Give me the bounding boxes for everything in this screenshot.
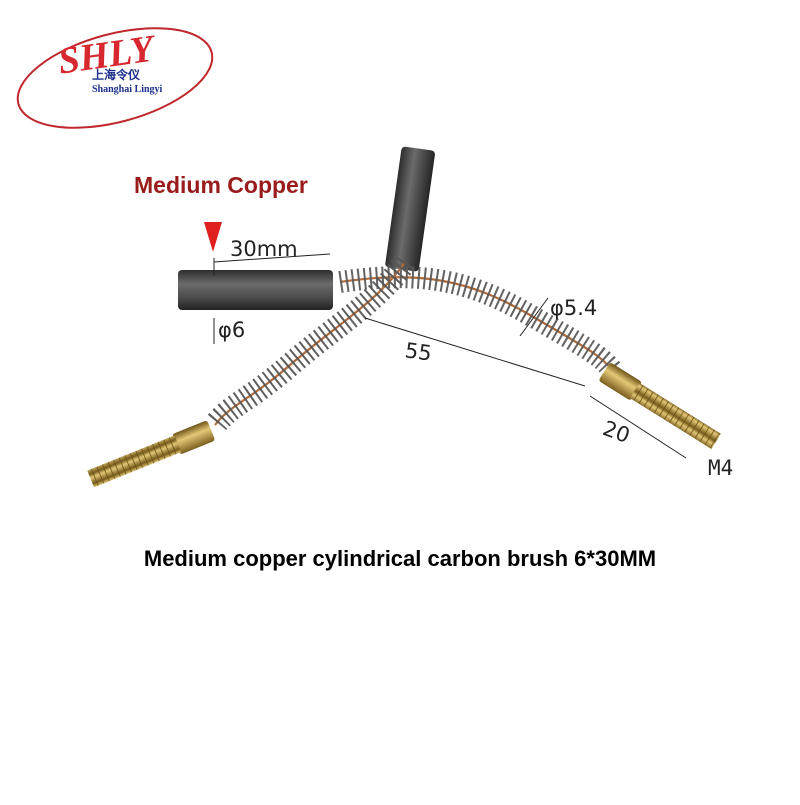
spring-diameter-label: φ5.4 bbox=[550, 296, 598, 320]
carbon-brush-right bbox=[385, 146, 435, 272]
length-label: 30mm bbox=[230, 237, 298, 261]
red-arrow-icon bbox=[204, 222, 222, 252]
length-dim-line bbox=[213, 253, 331, 263]
thread-terminal-right bbox=[599, 363, 721, 449]
thread-terminal-left bbox=[87, 420, 215, 488]
spring-dim-line bbox=[519, 297, 549, 337]
logo-name-en: Shanghai Lingyi bbox=[92, 84, 163, 95]
spring-right bbox=[338, 266, 621, 378]
terminal-nut-left bbox=[172, 420, 215, 454]
material-title: Medium Copper bbox=[134, 172, 308, 198]
logo-ring bbox=[16, 27, 214, 129]
terminal-thread-left bbox=[87, 435, 182, 488]
lead-dim-line bbox=[364, 317, 586, 387]
diameter-label: φ6 bbox=[218, 318, 246, 342]
spring-left bbox=[205, 255, 416, 433]
terminal-thread-right bbox=[629, 382, 721, 449]
carbon-block-right bbox=[385, 146, 435, 272]
carbon-block-left bbox=[178, 270, 333, 310]
carbon-brush-left bbox=[178, 270, 333, 310]
dimension-lines bbox=[213, 253, 687, 459]
lead-length-label: 55 bbox=[403, 338, 434, 366]
thread-size-label: M4 bbox=[708, 456, 734, 480]
thread-dim-line bbox=[589, 395, 687, 459]
product-caption: Medium copper cylindrical carbon brush 6… bbox=[143, 546, 657, 571]
logo-name-cn: 上海令仪 bbox=[92, 68, 141, 82]
terminal-nut-right bbox=[599, 363, 642, 400]
